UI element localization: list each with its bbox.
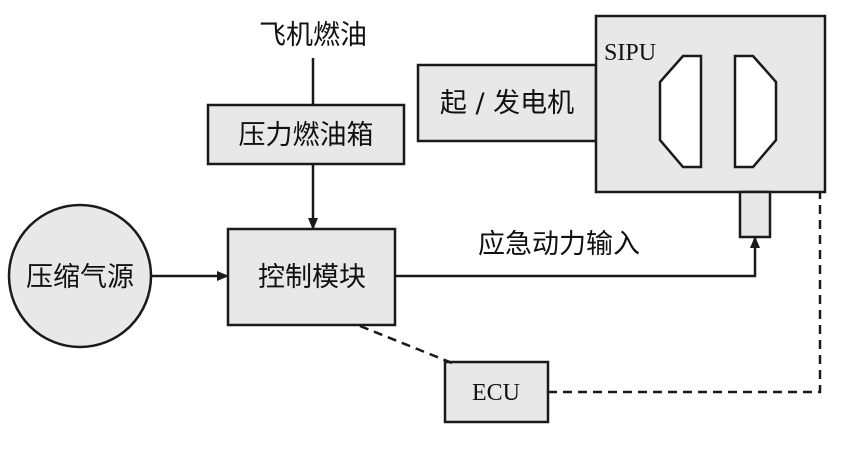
emergency-power-arrow [395, 236, 760, 278]
aircraft-fuel-label: 飞机燃油 [259, 20, 367, 51]
emergency-power-label: 应急动力输入 [478, 229, 640, 260]
ecu-label: ECU [472, 380, 520, 406]
control-to-ecu-dashed-line [359, 324, 453, 365]
pressure-fuel-tank-box [206, 103, 406, 166]
compressed-air-source-label: 压缩气源 [26, 262, 134, 293]
starter-generator-label: 起 / 发电机 [440, 88, 574, 119]
turbine-left-icon [658, 54, 703, 169]
ecu-to-sipu-dashed-line [548, 192, 822, 394]
starter-generator-box [416, 63, 598, 143]
sipu-input-block [738, 190, 772, 239]
sipu-label: SIPU [604, 40, 656, 66]
pressure-fuel-tank-label: 压力燃油箱 [239, 120, 374, 151]
ecu-box [443, 360, 550, 424]
turbine-right-icon [733, 54, 778, 169]
sipu-box [594, 14, 827, 194]
control-module-label: 控制模块 [258, 262, 366, 293]
